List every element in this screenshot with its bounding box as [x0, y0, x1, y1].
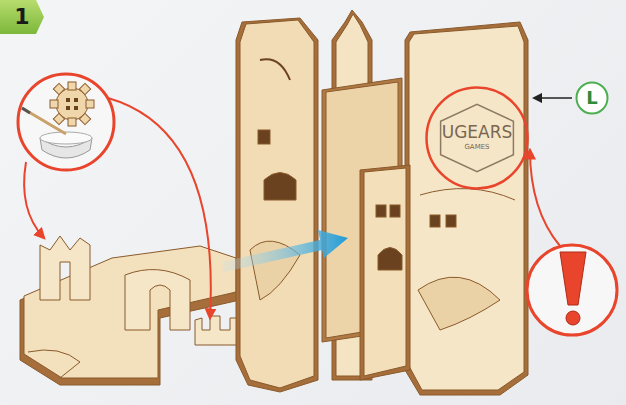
logo-text: UGEARS: [442, 124, 513, 142]
base-part: [20, 236, 240, 385]
part-letter: L: [586, 89, 597, 108]
tower-part: [236, 10, 528, 395]
leader-line: [534, 97, 572, 99]
logo-node: UGEARS GAMES: [425, 86, 529, 190]
logo-subtext: GAMES: [464, 144, 489, 151]
move-arrow: [222, 230, 348, 272]
warning-callout: [527, 150, 617, 335]
circle-node: L: [575, 81, 609, 115]
glue-callout: [18, 74, 211, 318]
step-badge: 1: [14, 5, 29, 28]
badge-node: 1: [0, 0, 44, 34]
